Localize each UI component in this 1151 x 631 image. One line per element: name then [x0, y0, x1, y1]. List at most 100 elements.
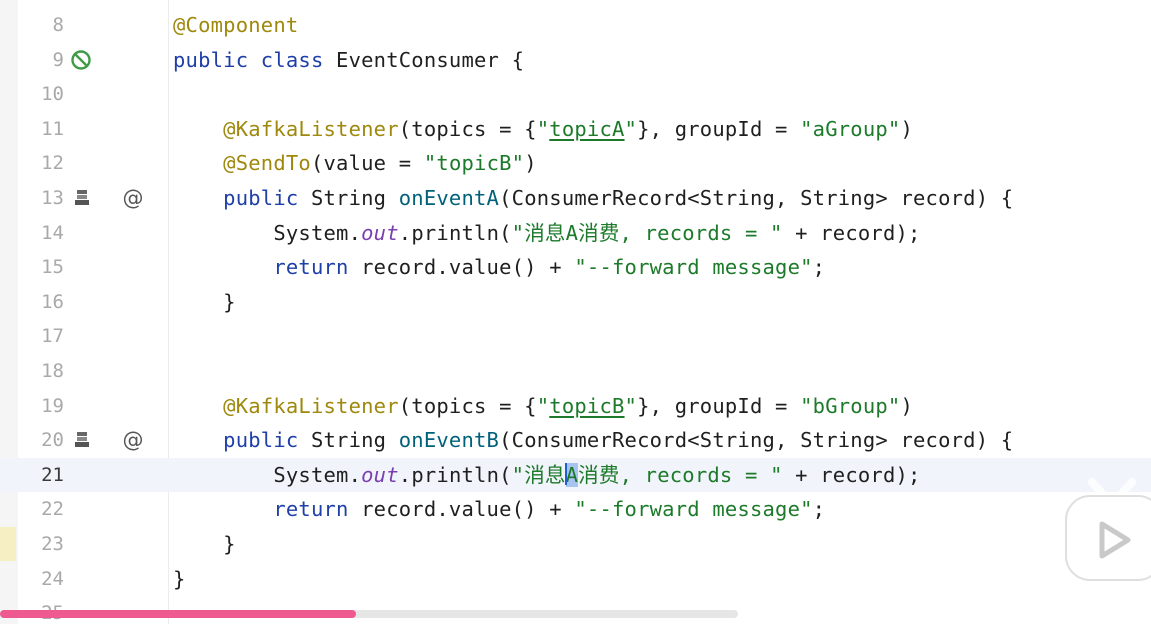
code-line[interactable]: 16 } — [0, 285, 1151, 320]
code-line[interactable]: 10 — [0, 77, 1151, 112]
line-number[interactable]: 18 — [41, 360, 64, 382]
code-text[interactable]: return record.value() + "--forward messa… — [173, 250, 825, 285]
code-token: .println( — [398, 462, 512, 487]
code-line[interactable]: 14 System.out.println("消息A消费, records = … — [0, 216, 1151, 251]
code-text[interactable]: @Component — [173, 8, 298, 43]
line-number[interactable]: 8 — [52, 14, 64, 36]
code-token: onEventB — [398, 428, 500, 453]
code-token: EventConsumer { — [336, 47, 525, 72]
code-line[interactable]: 13 @ public String onEventA(ConsumerRecor… — [0, 181, 1151, 216]
video-progress-bar[interactable] — [0, 610, 738, 618]
listener-gutter-icon[interactable] — [73, 423, 91, 457]
line-number[interactable]: 23 — [41, 533, 64, 555]
code-line[interactable]: 15 return record.value() + "--forward me… — [0, 250, 1151, 285]
code-token: + record); — [782, 220, 921, 245]
code-token: (ConsumerRecord<String, String> record) … — [499, 186, 1014, 210]
line-number[interactable]: 17 — [41, 325, 64, 348]
code-text[interactable]: } — [173, 527, 236, 562]
annotation-at-icon[interactable]: @ — [122, 186, 144, 210]
code-token: "bGroup" — [800, 393, 901, 418]
code-text[interactable]: public String onEventA(ConsumerRecord<St… — [173, 181, 1013, 216]
code-token: "消息 — [511, 462, 566, 487]
code-token: ) — [524, 151, 537, 176]
code-token: @Component — [173, 13, 299, 37]
line-number[interactable]: 9 — [52, 48, 64, 71]
code-text[interactable]: public class EventConsumer { — [173, 43, 524, 78]
code-token: " — [536, 393, 550, 418]
code-text[interactable]: } — [173, 285, 236, 320]
line-number[interactable]: 10 — [41, 83, 64, 106]
code-token: return — [273, 255, 362, 280]
code-token: "aGroup" — [800, 116, 901, 141]
line-number[interactable]: 22 — [41, 498, 64, 521]
code-line[interactable]: 23 } — [0, 527, 1151, 562]
code-line[interactable]: 11 @KafkaListener(topics = {"topicA"}, g… — [0, 112, 1151, 147]
code-token: A — [565, 462, 579, 487]
bilibili-play-icon — [1065, 478, 1151, 581]
code-token: (topics = { — [398, 393, 537, 418]
code-token: public — [223, 428, 311, 453]
code-token: "--forward message" — [574, 255, 813, 280]
code-line[interactable]: 20 @ public String onEventB(ConsumerRecor… — [0, 423, 1151, 458]
code-line[interactable]: 22 return record.value() + "--forward me… — [0, 492, 1151, 527]
code-token: " — [536, 116, 550, 141]
code-token: ) — [900, 116, 914, 141]
code-line[interactable]: 12 @SendTo(value = "topicB") — [0, 146, 1151, 181]
listener-gutter-icon[interactable] — [73, 181, 91, 215]
code-token: } — [173, 532, 236, 556]
code-token: }, groupId = — [637, 116, 801, 141]
code-text[interactable]: @SendTo(value = "topicB") — [173, 146, 537, 181]
code-text[interactable]: System.out.println("消息A消费, records = " +… — [173, 216, 921, 251]
code-text[interactable]: public String onEventB(ConsumerRecord<St… — [173, 423, 1013, 458]
code-token: } — [173, 566, 186, 591]
code-text[interactable]: @KafkaListener(topics = {"topicA"}, grou… — [173, 112, 913, 147]
line-number[interactable]: 20 — [41, 429, 64, 452]
code-line[interactable]: 21 System.out.println("消息A消费, records = … — [0, 457, 1151, 493]
code-token: ; — [812, 497, 826, 522]
code-text[interactable]: System.out.println("消息A消费, records = " +… — [173, 458, 921, 493]
code-token: String — [310, 186, 399, 210]
code-token: "topicB" — [423, 151, 525, 176]
line-number[interactable]: 21 — [41, 463, 64, 486]
code-line[interactable]: 9 public class EventConsumer { — [0, 43, 1151, 78]
code-token: } — [173, 289, 236, 314]
code-token: String — [310, 428, 399, 453]
code-text[interactable]: @KafkaListener(topics = {"topicB"}, grou… — [173, 389, 913, 424]
code-token: .println( — [398, 220, 512, 245]
code-token — [173, 151, 223, 175]
code-token — [173, 117, 223, 141]
code-line[interactable]: 8 @Component — [0, 8, 1151, 43]
code-token: public — [223, 186, 311, 210]
line-number[interactable]: 14 — [41, 221, 64, 244]
code-token: System. — [173, 462, 362, 487]
code-token: @KafkaListener — [223, 116, 399, 141]
code-token: out — [361, 220, 399, 245]
code-text[interactable]: return record.value() + "--forward messa… — [173, 492, 825, 527]
line-number[interactable]: 19 — [41, 394, 64, 417]
code-token: (value = — [310, 151, 424, 176]
spring-bean-icon[interactable] — [70, 43, 92, 77]
line-number[interactable]: 24 — [41, 567, 64, 590]
code-line[interactable]: 24} — [0, 562, 1151, 597]
text-caret — [564, 462, 567, 485]
code-token: public class — [173, 47, 337, 72]
code-token: topicB — [549, 393, 625, 418]
code-line[interactable]: 19 @KafkaListener(topics = {"topicB"}, g… — [0, 389, 1151, 424]
code-line[interactable]: 18 — [0, 354, 1151, 389]
code-text[interactable]: } — [173, 562, 186, 597]
code-token: System. — [173, 220, 362, 245]
line-number[interactable]: 11 — [41, 117, 64, 140]
change-marker — [0, 527, 16, 561]
line-number[interactable]: 12 — [41, 152, 64, 175]
code-line[interactable]: 17 — [0, 319, 1151, 354]
line-number[interactable]: 15 — [41, 256, 64, 279]
code-token: + record); — [782, 462, 921, 487]
annotation-at-icon[interactable]: @ — [122, 428, 144, 453]
code-token: " — [624, 116, 638, 141]
line-number[interactable]: 16 — [41, 290, 64, 313]
code-token: out — [361, 462, 399, 487]
code-token: "消息A消费, records = " — [511, 220, 783, 245]
line-number[interactable]: 13 — [41, 187, 64, 209]
code-token: "--forward message" — [574, 497, 813, 522]
